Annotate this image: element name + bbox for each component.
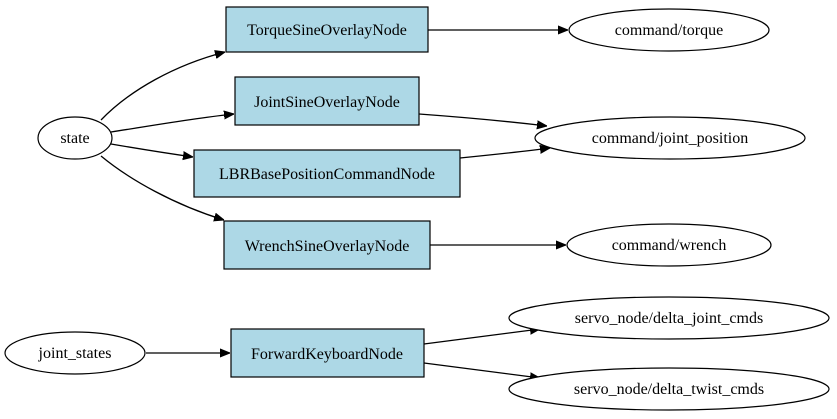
edge-joint-node-to-command-joint-position (418, 113, 547, 126)
node-torque-sine-overlay: TorqueSineOverlayNode (225, 6, 429, 53)
topic-label: servo_node/delta_twist_cmds (574, 381, 764, 398)
topic-label: joint_states (38, 345, 112, 362)
node-lbr-base-position-command: LBRBasePositionCommandNode (193, 149, 461, 198)
edge-state-to-lbr-node (110, 143, 193, 157)
topic-label: state (60, 130, 89, 147)
topic-servo-node-delta-joint-cmds: servo_node/delta_joint_cmds (508, 296, 830, 340)
edge-state-to-joint-node (110, 114, 234, 133)
topic-command-wrench: command/wrench (566, 223, 772, 267)
topic-command-joint-position: command/joint_position (534, 116, 806, 160)
node-forward-keyboard: ForwardKeyboardNode (230, 328, 425, 378)
edge-keyboard-node-to-delta-joint (423, 329, 540, 345)
node-label: WrenchSineOverlayNode (245, 238, 410, 255)
edge-lbr-node-to-command-joint-position (459, 148, 550, 159)
topic-label: command/wrench (612, 237, 727, 254)
edges (100, 30, 568, 378)
edge-state-to-torque-node (100, 52, 225, 121)
node-label: LBRBasePositionCommandNode (219, 166, 435, 183)
node-joint-sine-overlay: JointSineOverlayNode (234, 76, 420, 126)
topic-label: servo_node/delta_joint_cmds (575, 310, 763, 327)
edge-keyboard-node-to-delta-twist (423, 362, 540, 378)
topic-label: command/joint_position (592, 130, 748, 147)
topic-joint-states: joint_states (4, 331, 146, 375)
node-label: ForwardKeyboardNode (251, 346, 403, 363)
topic-label: command/torque (615, 22, 723, 39)
node-wrench-sine-overlay: WrenchSineOverlayNode (223, 220, 431, 270)
node-label: JointSineOverlayNode (254, 94, 400, 111)
edge-state-to-wrench-node (100, 155, 224, 220)
node-label: TorqueSineOverlayNode (247, 22, 407, 39)
topic-state: state (37, 116, 113, 160)
topic-servo-node-delta-twist-cmds: servo_node/delta_twist_cmds (508, 367, 830, 411)
topic-command-torque: command/torque (568, 8, 770, 52)
